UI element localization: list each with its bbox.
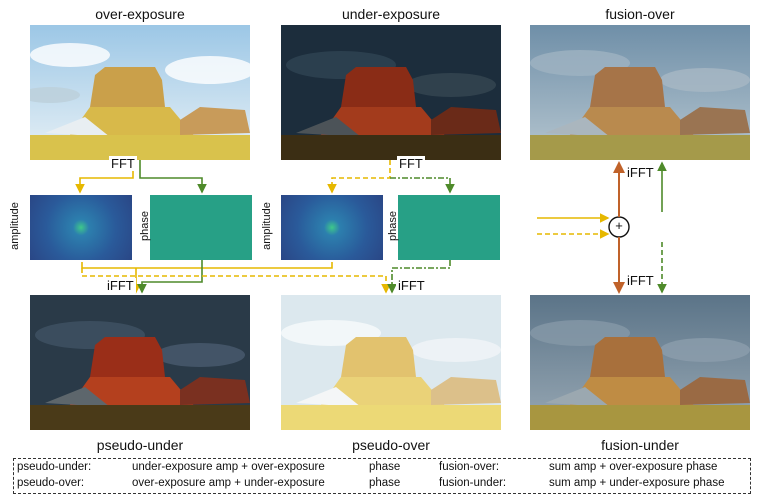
title-fusion-over: fusion-over — [605, 6, 675, 22]
fft-label-mid: FFT — [397, 156, 425, 171]
legend-box: pseudo-under: under-exposure amp + over-… — [13, 458, 751, 494]
ifft-label-left: iFFT — [105, 278, 136, 293]
legend-r1c2-label: fusion-over: — [439, 461, 500, 473]
title-under-exposure: under-exposure — [341, 6, 441, 22]
legend-r2c2-text: sum amp + under-exposure phase — [549, 477, 725, 489]
image-pseudo-under — [30, 295, 250, 430]
image-pseudo-over — [281, 295, 501, 430]
fft-label-left: FFT — [109, 156, 137, 171]
title-pseudo-over: pseudo-over — [352, 437, 430, 453]
image-fusion-over — [530, 25, 750, 160]
legend-r1-tail: phase — [369, 461, 401, 473]
legend-r1-text: under-exposure amp + over-exposure — [132, 461, 325, 473]
arrow-phase-over-to-pseudo-under — [137, 260, 203, 294]
legend-r2-tail: phase — [369, 477, 401, 489]
phase-spectrum-left — [150, 195, 252, 260]
arrow-amp-under-to-pseudo-under — [81, 262, 333, 292]
image-over-exposure — [30, 25, 250, 160]
ifft-label-right-top: iFFT — [625, 165, 656, 180]
legend-r1c2-text: sum amp + over-exposure phase — [549, 461, 718, 473]
title-over-exposure: over-exposure — [95, 6, 185, 22]
amplitude-spectrum-left — [30, 195, 132, 260]
ifft-label-right-bottom: iFFT — [625, 273, 656, 288]
phase-spectrum-mid — [398, 195, 500, 260]
legend-r1-label: pseudo-under: — [17, 461, 92, 473]
sum-plus: + — [615, 218, 623, 233]
arrow-under-to-phase — [390, 177, 455, 194]
title-pseudo-under: pseudo-under — [96, 437, 184, 453]
image-fusion-under — [530, 295, 750, 430]
legend-r2-text: over-exposure amp + under-exposure — [132, 477, 325, 489]
arrow-phase-under-to-pseudo-over — [387, 260, 451, 294]
legend-r2-label: pseudo-over: — [17, 477, 85, 489]
arrow-over-to-phase — [139, 160, 207, 194]
title-fusion-under: fusion-under — [601, 437, 679, 453]
image-under-exposure — [281, 25, 501, 160]
legend-r2c2-label: fusion-under: — [439, 477, 507, 489]
arrow-under-to-amplitude — [327, 160, 391, 194]
amplitude-spectrum-mid — [281, 195, 383, 260]
ifft-label-mid: iFFT — [396, 278, 427, 293]
arrow-amp-over-to-pseudo-over — [81, 268, 391, 294]
